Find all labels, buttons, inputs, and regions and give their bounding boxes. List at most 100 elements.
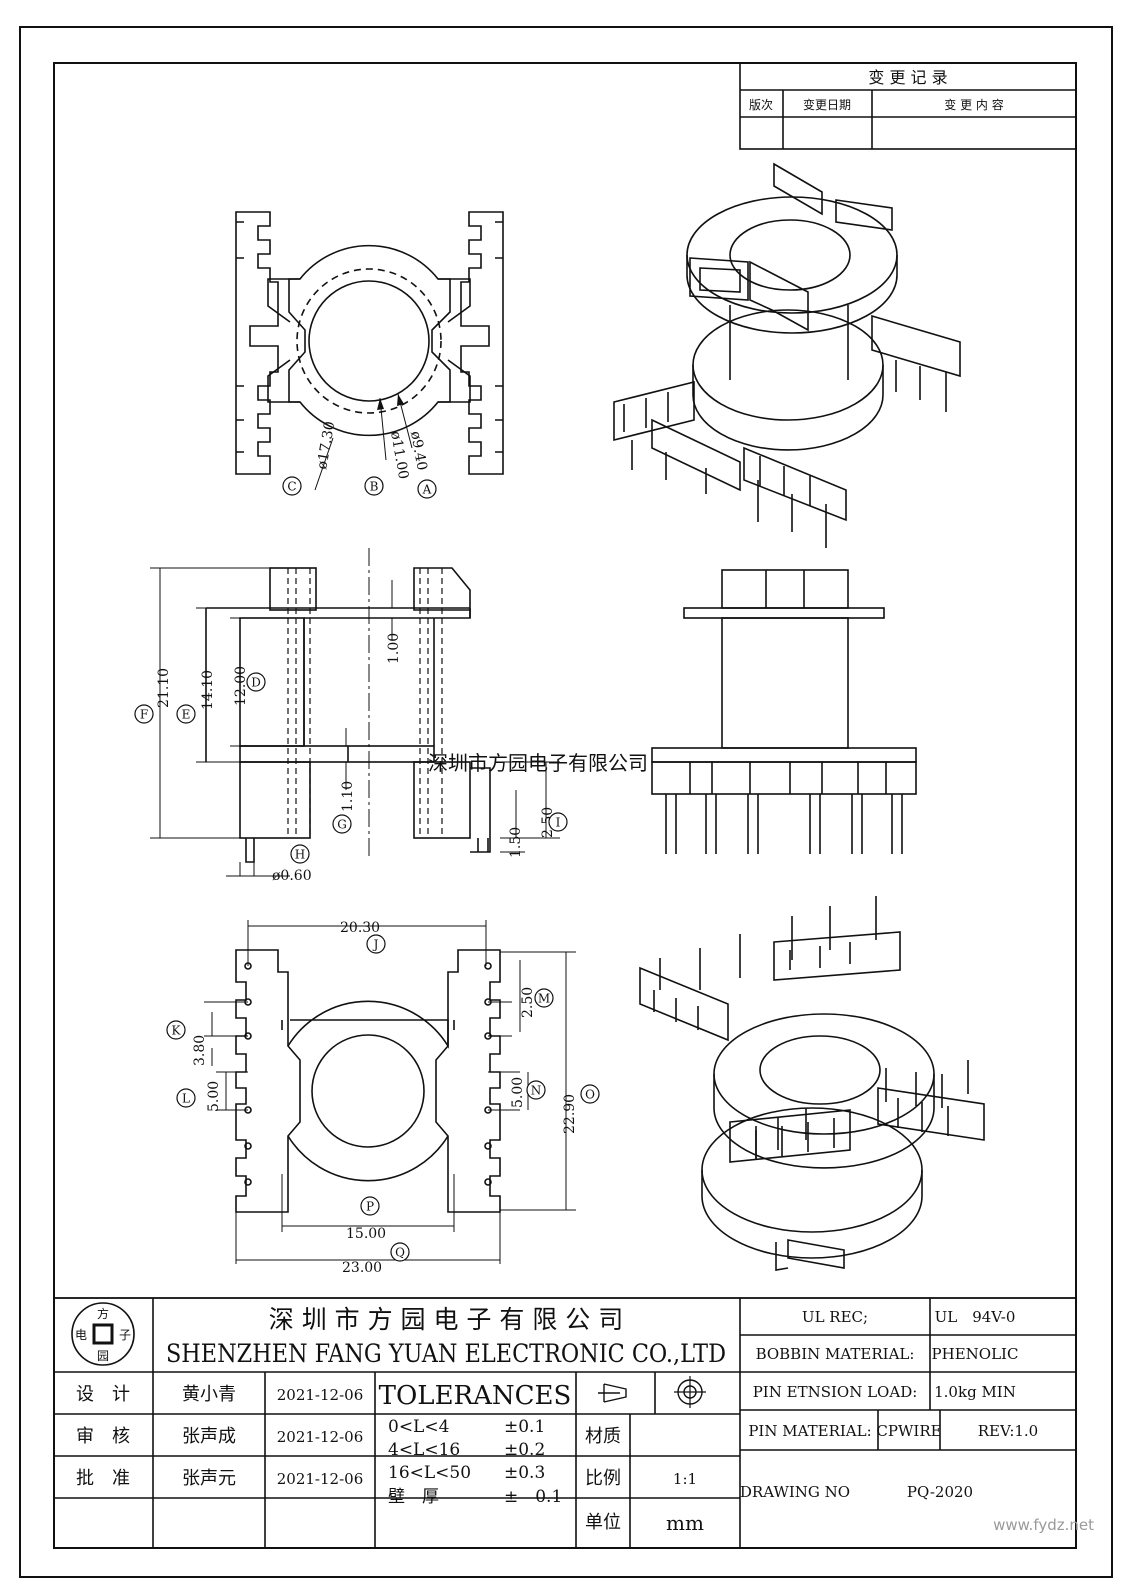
svg-text:G: G [337,818,347,832]
label-l: L [176,1088,196,1108]
svg-text:I: I [556,816,561,830]
label-j: J [366,934,386,954]
svg-text:J: J [372,938,379,952]
drawing-no-label: DRAWING NO [740,1483,850,1501]
tol-value-2: ±0.2 [504,1440,545,1460]
tol-range-3: 16<L<50 [388,1463,471,1483]
svg-text:F: F [140,708,148,722]
tol-range-2: 4<L<16 [388,1440,460,1460]
label-g: G [332,814,352,834]
name-checker: 张声成 [182,1426,236,1447]
tol-range-4: 壁 厚 [388,1487,439,1507]
dim-c-text: ø17.30 [314,420,338,471]
label-n: N [526,1080,546,1100]
label-o: O [580,1084,600,1104]
pin-load-value: 1.0kg MIN [934,1383,1016,1401]
label-b: B [364,476,384,496]
dim-flange-text: 1.00 [386,633,402,664]
tol-range-1: 0<L<4 [388,1417,449,1437]
name-designer: 黄小青 [182,1384,236,1405]
dim-g-text: 1.10 [340,781,356,812]
dim-d-text: 12.00 [233,666,249,706]
bobbin-material-label: BOBBIN MATERIAL: [756,1345,915,1363]
dim-k-text: 3.80 [192,1035,208,1066]
label-k: K [166,1020,186,1040]
label-p: P [360,1196,380,1216]
bottom-view [204,920,576,1264]
dim-o-text: 22.90 [562,1094,578,1134]
label-m: M [534,988,554,1008]
svg-text:K: K [172,1024,182,1038]
label-i: I [548,812,568,832]
dim-h-text: ø0.60 [272,868,312,884]
dim-b-text: ø11.00 [387,430,411,481]
svg-text:M: M [538,992,550,1006]
tol-value-3: ±0.3 [504,1463,545,1483]
svg-text:E: E [182,708,191,722]
change-record-table: 变 更 记 录 版次 变更日期 变 更 内 容 [739,62,1077,150]
svg-text:A: A [422,483,432,497]
dim-n-text: 5.00 [510,1077,526,1108]
col-content: 变 更 内 容 [944,97,1003,112]
dim-f-text: 21.10 [156,668,172,708]
svg-text:P: P [366,1200,374,1214]
label-h: H [290,844,310,864]
unit-label: 单位 [585,1512,621,1533]
col-date: 变更日期 [803,97,851,112]
date-designer: 2021-12-06 [277,1386,363,1404]
scale-label: 比例 [585,1468,621,1489]
svg-text:B: B [370,480,379,494]
logo-char-right: 子 [119,1328,131,1342]
ul-rec-label: UL REC; [802,1308,868,1326]
projection-symbol-icon [598,1383,627,1403]
role-designer: 设 计 [76,1384,130,1405]
pin-load-label: PIN ETNSION LOAD: [753,1383,918,1401]
company-name-cn: 深 圳 市 方 园 电 子 有 限 公 司 [269,1305,623,1334]
front-view [150,548,560,877]
col-version: 版次 [749,98,773,112]
dim-m-text: 2.50 [520,987,536,1018]
pin-holes [244,962,492,1186]
logo-char-bottom: 园 [97,1349,109,1363]
outer-border [19,26,1113,1578]
drawing-no-value: PQ-2020 [907,1483,973,1501]
role-approver: 批 准 [76,1468,130,1489]
logo-char-top: 方 [97,1306,109,1321]
change-record-title: 变 更 记 录 [868,68,947,87]
top-view [235,211,504,491]
unit-value: mm [666,1511,704,1535]
revision: REV:1.0 [978,1422,1038,1440]
date-approver: 2021-12-06 [277,1470,363,1488]
dim-e-text: 14.10 [200,670,216,710]
side-view [651,569,917,854]
label-a: A [417,479,437,499]
date-checker: 2021-12-06 [277,1428,363,1446]
svg-text:H: H [295,848,305,862]
label-q: Q [390,1242,410,1262]
label-c: C [282,476,302,496]
svg-text:C: C [287,480,296,494]
logo-char-left: 电 [75,1328,87,1342]
dim-pin-len-text: 1.50 [508,827,524,858]
company-logo-icon [71,1302,135,1366]
label-e: E [176,704,196,724]
dim-p-text: 15.00 [346,1226,386,1242]
dimension-labels: A B C D E F G H I J K L M N O P Q [134,476,600,1262]
scale-value: 1:1 [673,1470,697,1488]
tolerances-title: TOLERANCES [379,1381,572,1411]
dim-q-text: 23.00 [342,1260,382,1276]
label-d: D [246,672,266,692]
overlay-company-text: 深圳市方园电子有限公司 [428,751,648,775]
dim-j-text: 20.30 [340,920,380,936]
role-checker: 审 核 [76,1426,130,1447]
name-approver: 张声元 [182,1468,236,1489]
svg-text:D: D [251,676,261,690]
tol-value-4: ± 0.1 [504,1487,562,1507]
tol-value-1: ±0.1 [504,1417,545,1437]
svg-text:L: L [182,1092,190,1106]
dim-l-text: 5.00 [206,1081,222,1112]
svg-text:O: O [585,1088,595,1102]
pin-material-value: CPWIRE [876,1422,941,1440]
title-block: 方 电 子 园 [53,1297,1077,1549]
iso-view-bottom [639,896,985,1271]
